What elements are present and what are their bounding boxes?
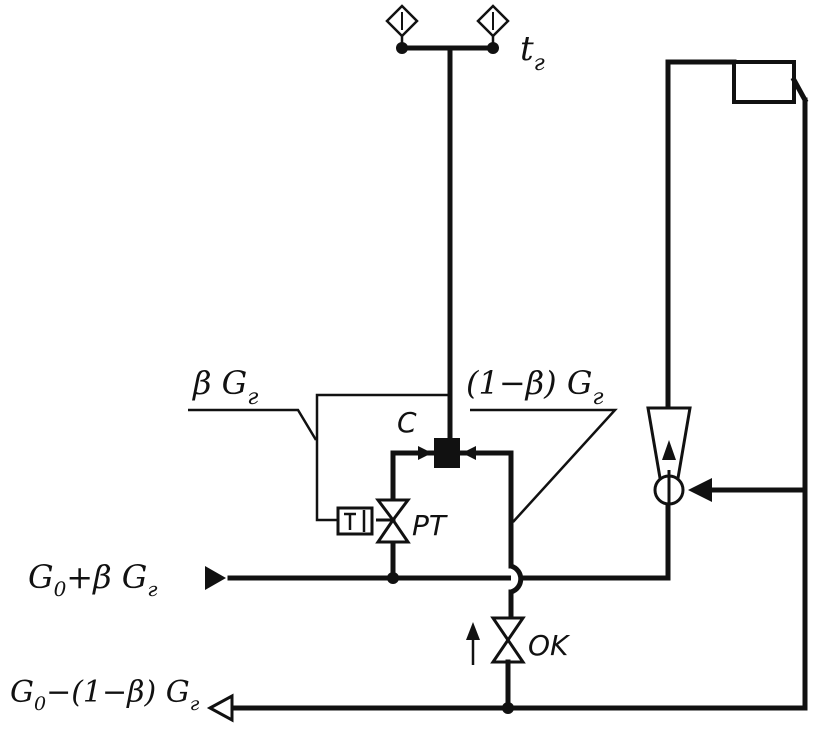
label-t-r: tг	[520, 29, 545, 76]
tap-right-icon	[476, 4, 510, 38]
hot-water-taps	[385, 4, 510, 54]
label-return: G0−(1−β) Gг	[10, 675, 200, 715]
return-branch-pipe	[459, 450, 514, 569]
mixer-c	[434, 438, 460, 468]
tap-left-node	[396, 42, 408, 54]
supply-pipe	[227, 59, 671, 581]
thermostat-sensor-icon	[344, 510, 366, 532]
return-pipe	[229, 97, 808, 711]
sensor-impulse-line	[315, 393, 448, 522]
ok-flow-arrow-icon	[466, 622, 480, 640]
check-valve-ok	[490, 616, 526, 664]
return-outlet-arrow-icon	[206, 693, 234, 723]
supply-inlet-arrow-icon	[205, 566, 226, 590]
label-c: C	[397, 406, 417, 439]
label-beta-g: β Gг	[192, 364, 258, 410]
label-one-minus-beta-g: (1−β) Gг	[466, 364, 604, 410]
heater-return-connection	[790, 76, 809, 104]
return-flow-arrow-icon	[462, 446, 476, 460]
tap-right-node	[487, 42, 499, 54]
supply-node	[387, 572, 399, 584]
label-beta-g-leader	[188, 408, 318, 441]
thermostat-sensor-box	[336, 506, 374, 536]
return-node	[502, 702, 514, 714]
regulator-pt-valve	[375, 498, 411, 544]
label-one-minus-beta-g-leader	[470, 408, 618, 523]
label-pt: PT	[412, 509, 448, 542]
bypass-flow-arrow-icon	[418, 446, 432, 460]
label-ok: OK	[528, 629, 571, 662]
water-heater-box	[732, 60, 796, 104]
pump-inlet-arrow-icon	[688, 478, 712, 502]
pipe-crossover	[509, 563, 524, 595]
label-supply: G0+β Gг	[28, 558, 157, 601]
tap-left-icon	[385, 4, 419, 38]
circulation-pump	[646, 406, 692, 506]
